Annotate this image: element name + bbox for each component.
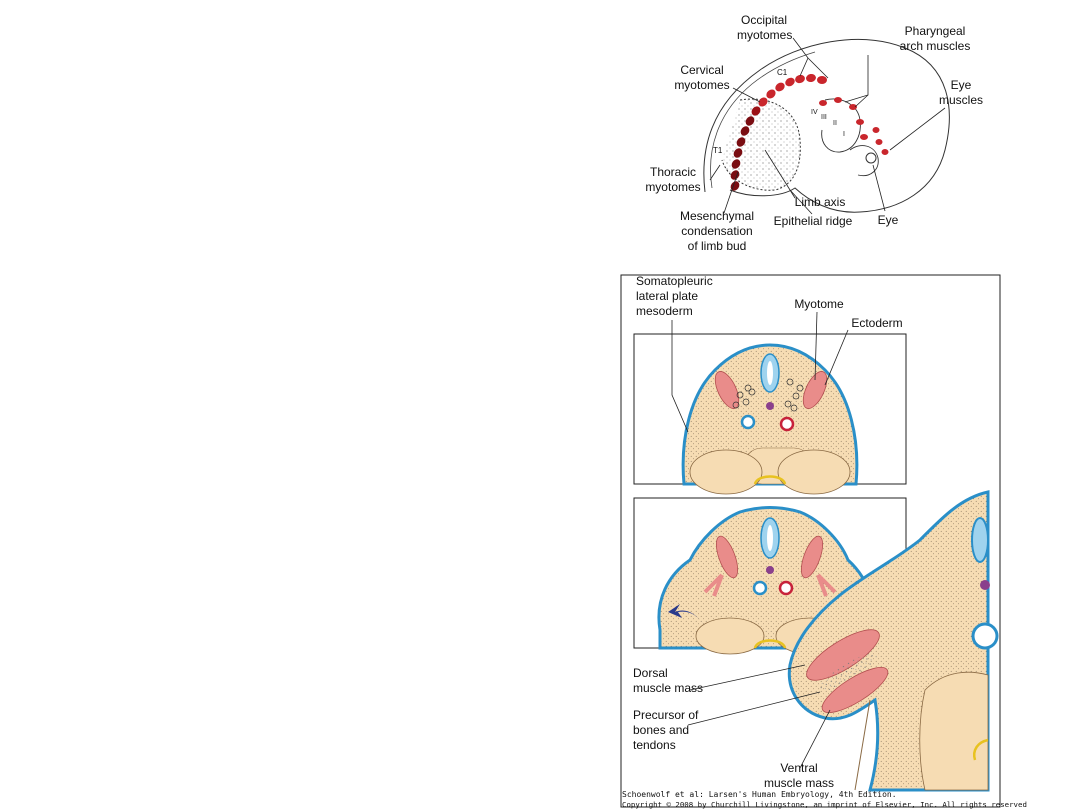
mark-i: I: [843, 131, 845, 138]
label-dorsal-muscle-mass: Dorsal muscle mass: [633, 666, 704, 695]
label-pharyngeal-arch-muscles: Pharyngeal arch muscles: [899, 24, 971, 53]
label-cervical-myotomes: Cervical myotomes: [674, 63, 730, 92]
mark-iv: IV: [811, 109, 818, 116]
label-somatopleuric-mesoderm: Somatopleuric lateral plate mesoderm: [636, 274, 713, 318]
mark-iii: III: [821, 114, 827, 121]
myotome-segments: [730, 73, 827, 191]
mark-t1: T1: [713, 146, 723, 155]
face-outline: [821, 98, 861, 153]
label-limb-axis: Limb axis: [794, 195, 846, 209]
pharyngeal-muscles: [819, 97, 889, 155]
eye-circle: [865, 152, 877, 164]
myotome-right-upper: [802, 371, 828, 409]
bottom-leader-lines: [671, 311, 849, 769]
label-epithelial-ridge: Epithelial ridge: [773, 214, 853, 228]
top-leader-lines: [709, 37, 946, 215]
label-ectoderm: Ectoderm: [851, 316, 903, 330]
migration-arrow: [668, 604, 705, 626]
embryo-dorsal-line: [710, 51, 816, 189]
mark-ii: II: [833, 120, 837, 127]
label-myotome: Myotome: [794, 297, 844, 311]
label-eye-muscles: Eye muscles: [938, 78, 983, 107]
eye-region: [849, 145, 879, 177]
label-eye: Eye: [877, 213, 899, 227]
label-occipital-myotomes: Occipital myotomes: [737, 13, 793, 42]
credit-line-2: Copyright © 2008 by Churchill Livingston…: [622, 800, 1027, 809]
credit-line-1: Schoenwolf et al: Larsen's Human Embryol…: [622, 790, 897, 799]
label-mesenchymal-condensation: Mesenchymal condensation of limb bud: [679, 209, 755, 253]
mark-c1: C1: [777, 68, 788, 77]
bone-precursor: [818, 652, 878, 692]
limb-bud: [721, 98, 801, 191]
label-ventral-muscle-mass: Ventral muscle mass: [763, 761, 834, 790]
notochord-upper: [766, 402, 774, 410]
label-thoracic-myotomes: Thoracic myotomes: [645, 165, 701, 194]
label-bone-tendon-precursor: Precursor of bones and tendons: [633, 708, 699, 752]
